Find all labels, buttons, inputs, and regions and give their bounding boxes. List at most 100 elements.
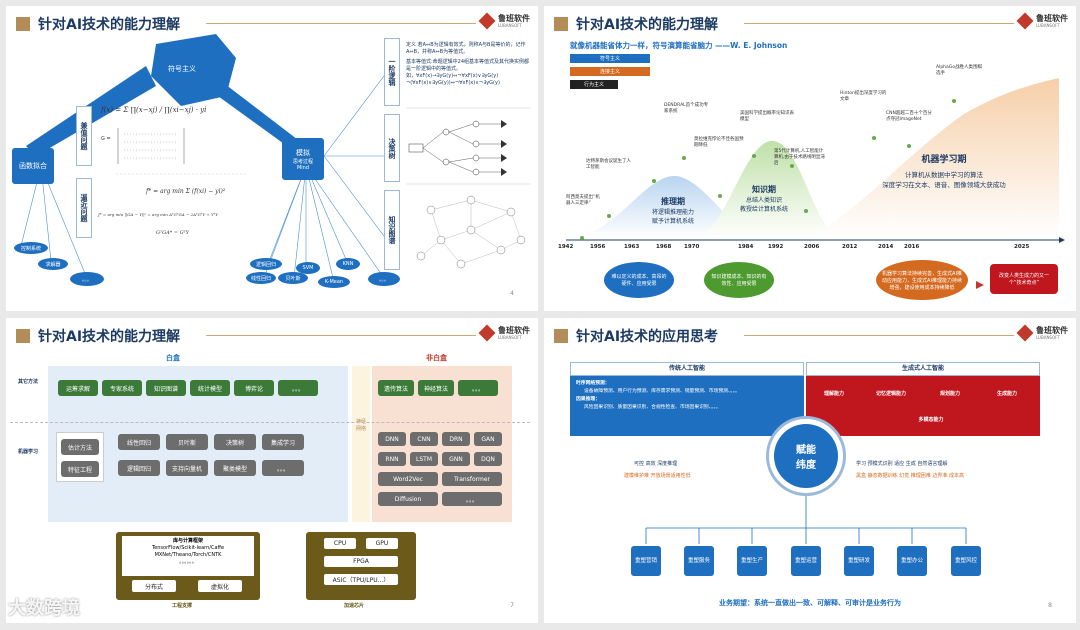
nn-transformer[interactable]: Transformer	[442, 472, 502, 486]
logo-sub: LUBANSOFT	[498, 23, 522, 28]
left-node-solver[interactable]: 求解器	[38, 258, 68, 270]
right-node-label: 。。。	[378, 276, 389, 283]
ml-ensemble[interactable]: 集成学习	[262, 434, 304, 450]
whitebox-label: 白盒	[166, 354, 180, 362]
chip-asic[interactable]: ASIC（TPU/LPU...）	[324, 574, 398, 585]
method-feature-eng[interactable]: 特征工程	[61, 461, 99, 477]
industry-label: 重塑办公	[900, 557, 923, 564]
chip-cpu[interactable]: CPU	[324, 538, 356, 549]
node-knn[interactable]: KNN	[336, 258, 360, 270]
row-label-other: 其它方法	[17, 379, 38, 385]
ml-svm[interactable]: 支持向量机	[166, 460, 208, 476]
phase-desc: 深度学习在文本、语音、图像领域大获成功	[882, 181, 1006, 189]
ml-linear-regression[interactable]: 线性回归	[118, 434, 160, 450]
chip-label: CPU	[333, 540, 347, 547]
simulate-sub: 思考过程	[292, 158, 313, 165]
node-bayes[interactable]: 贝叶斯	[278, 272, 308, 284]
method-genetic[interactable]: 遗传算法	[378, 380, 414, 396]
method-estimation[interactable]: 估计方法	[61, 439, 99, 455]
chip-fpga[interactable]: FPGA	[324, 556, 398, 567]
industry-risk[interactable]: 重塑风控	[951, 546, 981, 576]
empowerment-circle[interactable]: 赋能 纬度	[774, 424, 838, 488]
slide-title: 针对AI技术的能力理解	[16, 326, 180, 346]
logo-icon	[478, 324, 496, 342]
method-label: 。。。	[291, 385, 304, 393]
nn-dnn[interactable]: DNN	[378, 432, 406, 446]
function-fit-node[interactable]: 函数拟合	[12, 148, 54, 184]
industry-operations[interactable]: 重塑运营	[791, 546, 821, 576]
left-node-control[interactable]: 控制系统	[14, 242, 48, 254]
phase-desc: 赋予计算机系统	[651, 218, 694, 225]
method-game-theory[interactable]: 博弈论	[234, 380, 274, 396]
decision-tree-figure	[408, 120, 507, 176]
def-line-1: 定义 若A⇔B为逻辑有效式，则称A与B是等价的，记作 A⇔B，并称A⇔B为等值式…	[406, 42, 526, 55]
function-fit-label: 函数拟合	[19, 162, 47, 170]
nn-rnn[interactable]: RNN	[378, 452, 406, 466]
nn-diffusion[interactable]: Diffusion	[378, 492, 438, 506]
industry-office[interactable]: 重塑办公	[897, 546, 927, 576]
nn-drn[interactable]: DRN	[442, 432, 470, 446]
def-line-3: 如，∀xF(x)→∃yG(y)⇔¬∀xF(x)∨∃yG(y)	[406, 73, 499, 79]
watermark-text: 大数跨境	[8, 598, 80, 619]
industry-marketing[interactable]: 重塑营销	[631, 546, 661, 576]
simulate-node[interactable]: 模拟 思考过程 Mind	[282, 138, 324, 180]
industry-service[interactable]: 重塑服务	[684, 546, 714, 576]
node-linear-regression[interactable]: 线性回归	[246, 272, 276, 284]
event-label: CNN超越二百十个百分点夺冠ImageNet	[886, 111, 932, 122]
nn-gnn[interactable]: GNN	[442, 452, 470, 466]
nn-lstm[interactable]: LSTM	[410, 452, 438, 466]
industry-rnd[interactable]: 重塑研发	[844, 546, 874, 576]
ml-logistic-regression[interactable]: 逻辑回归	[118, 460, 160, 476]
title-bar-icon	[554, 17, 568, 31]
nn-dqn[interactable]: DQN	[474, 452, 502, 466]
library-panel: 库与计算框架 TensorFlow/Scikit-learn/Caffe MXN…	[116, 532, 260, 600]
issue-text: 难以定义的成本、高昂的硬件、应用受限	[611, 274, 667, 287]
least-squares-formula: J* = arg min ||GA − Y||² = arg min AᵀGᵀG…	[98, 212, 219, 217]
industry-label: 重塑风控	[954, 557, 977, 564]
year-tick: 1942	[558, 244, 574, 250]
method-label: 逻辑回归	[126, 465, 151, 473]
method-more[interactable]: 。。。	[278, 380, 318, 396]
ml-more[interactable]: 。。。	[262, 460, 304, 476]
node-svm[interactable]: SVM	[296, 262, 320, 274]
chip-gpu[interactable]: GPU	[366, 538, 398, 549]
node-kmean[interactable]: K-Mean	[318, 276, 350, 288]
method-label: 支持向量机	[171, 465, 202, 473]
node-logistic-regression[interactable]: 逻辑回归	[250, 258, 282, 270]
node-more[interactable]: 。。。	[368, 272, 400, 286]
virtualization-button[interactable]: 虚拟化	[198, 580, 242, 592]
nn-word2vec[interactable]: Word2Vec	[378, 472, 438, 486]
phase-knowledge: 知识期 总结人类知识 教授给计算机系统	[714, 184, 814, 213]
title-divider	[206, 335, 476, 336]
event-label: DENDRAL首个成功专家系统	[664, 103, 709, 114]
ml-decision-tree[interactable]: 决策树	[214, 434, 256, 450]
method-ops-research[interactable]: 运筹求解	[58, 380, 98, 396]
distributed-button[interactable]: 分布式	[132, 580, 176, 592]
method-neural-algo[interactable]: 神经算法	[418, 380, 454, 396]
method-expert-system[interactable]: 专家系统	[102, 380, 142, 396]
slide-title: 针对AI技术的能力理解	[16, 14, 180, 34]
right-node-label: 逻辑回归	[255, 261, 276, 268]
nn-cnn[interactable]: CNN	[410, 432, 438, 446]
left-node-more[interactable]: 。。。	[70, 272, 104, 286]
method-label: 知识图谱	[153, 385, 178, 393]
event-label: 第5代计算机,人工智能计算机,由于技术路线明显滞后	[774, 149, 825, 166]
first-order-logic-box: 一阶逻辑	[384, 38, 400, 106]
right-node-label: KNN	[342, 261, 354, 267]
event-label: 莫拉维克悖论不佳各国预期降低	[694, 137, 744, 148]
traditional-ai-header: 传统人工智能	[570, 362, 804, 376]
ml-clustering[interactable]: 聚类模型	[214, 460, 256, 476]
industry-label: 重塑营销	[634, 557, 657, 564]
method-label: LSTM	[416, 455, 432, 463]
industry-production[interactable]: 重塑生产	[737, 546, 767, 576]
method-statistical-model[interactable]: 统计模型	[190, 380, 230, 396]
nn-gan[interactable]: GAN	[474, 432, 502, 446]
method-more-black[interactable]: 。。。	[458, 380, 498, 396]
ml-bayes[interactable]: 贝叶斯	[166, 434, 208, 450]
method-knowledge-graph[interactable]: 知识图谱	[146, 380, 186, 396]
nn-more[interactable]: 。。。	[442, 492, 502, 506]
